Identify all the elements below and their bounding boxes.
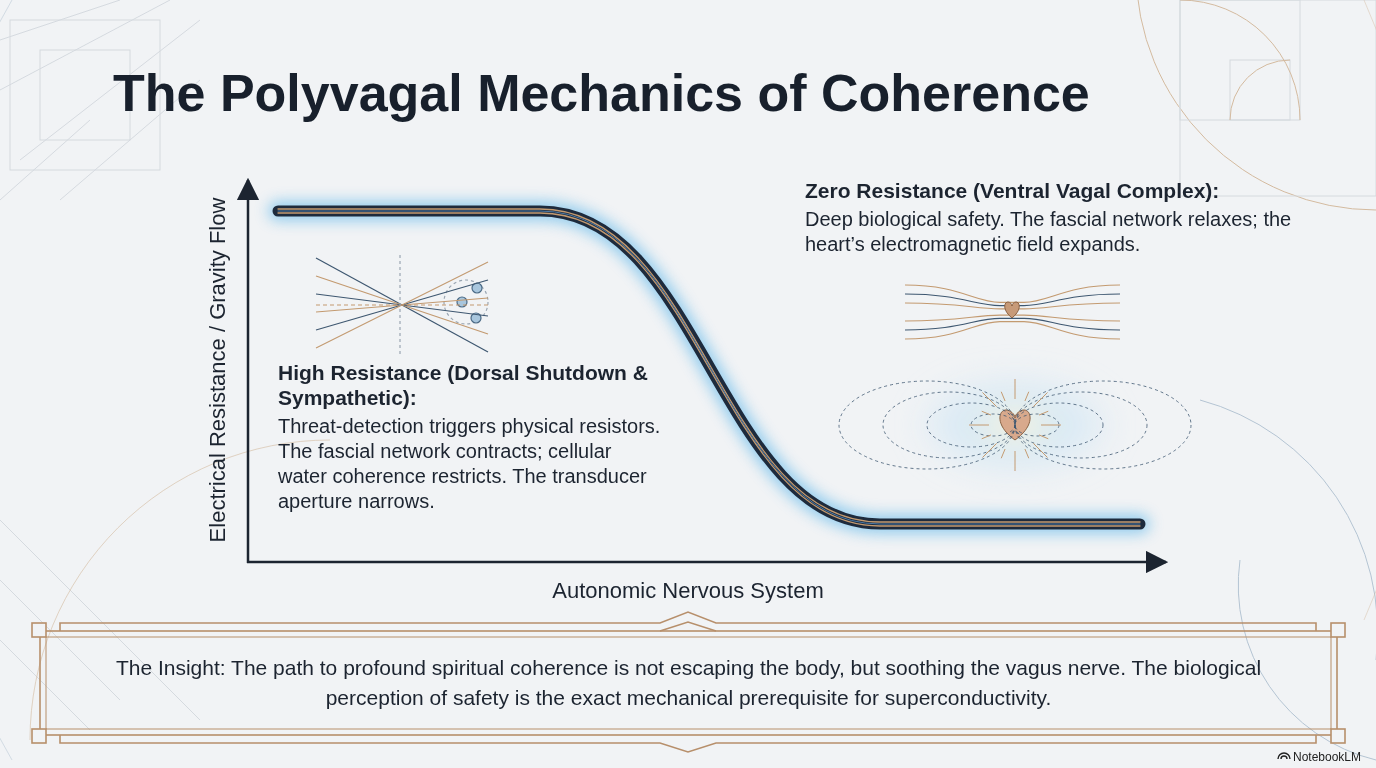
watermark: NotebookLM: [1293, 750, 1361, 765]
network-strand: [316, 304, 488, 305]
state-description: Threat-detection triggers physical resis…: [278, 414, 663, 514]
insight-box: The Insight: The path to profound spirit…: [48, 639, 1329, 727]
flow-line: [905, 318, 1120, 330]
resistance-curve: [278, 209, 1140, 526]
flow-line: [905, 285, 1120, 302]
field-ray: [1039, 411, 1048, 415]
title: The Polyvagal Mechanics of Coherence: [113, 62, 1090, 124]
insight-frame: [32, 612, 1345, 752]
state-heading: High Resistance (Dorsal Shutdown & Sympa…: [278, 360, 658, 410]
field-ray: [1025, 449, 1029, 458]
field-line: [1015, 392, 1147, 458]
axis-label: Electrical Resistance / Gravity Flow: [205, 198, 231, 543]
insight-text: The Insight: The path to profound spirit…: [68, 653, 1309, 714]
watermark-icon: [1278, 753, 1290, 759]
field-ray: [1041, 425, 1061, 426]
heart-field: [839, 370, 1191, 480]
field-line: [1015, 403, 1103, 447]
field-line: [883, 392, 1015, 458]
field-ray: [1001, 392, 1005, 401]
field-ray: [982, 443, 996, 457]
network-strand: [316, 280, 488, 330]
field-line: [927, 403, 1015, 447]
field-ray: [969, 425, 989, 426]
field-ray: [1025, 392, 1029, 401]
field-ray: [1033, 392, 1047, 406]
network-strand: [316, 294, 488, 316]
state-heading: Zero Resistance (Ventral Vagal Complex):: [805, 178, 1295, 203]
network-strand: [399, 255, 400, 355]
flow-line: [905, 322, 1120, 339]
field-ray: [1039, 435, 1048, 439]
fascial-network-contracted: [316, 255, 488, 355]
state-description: Deep biological safety. The fascial netw…: [805, 207, 1295, 257]
small-heart: [1005, 302, 1020, 318]
fascial-network-relaxed: [905, 285, 1120, 339]
field-line: [839, 381, 1015, 469]
field-ray: [1015, 379, 1016, 399]
network-strand: [316, 298, 488, 312]
network-strand: [316, 276, 488, 334]
field-ray: [982, 435, 991, 439]
axis-label: Autonomic Nervous System: [552, 578, 823, 604]
field-ray: [1015, 451, 1016, 471]
field-ray: [1001, 449, 1005, 458]
network-strand: [316, 262, 488, 348]
network-strand: [316, 258, 488, 352]
field-line: [1015, 381, 1191, 469]
field-ray: [1033, 443, 1047, 457]
field-ray: [982, 392, 996, 406]
field-ray: [982, 411, 991, 415]
